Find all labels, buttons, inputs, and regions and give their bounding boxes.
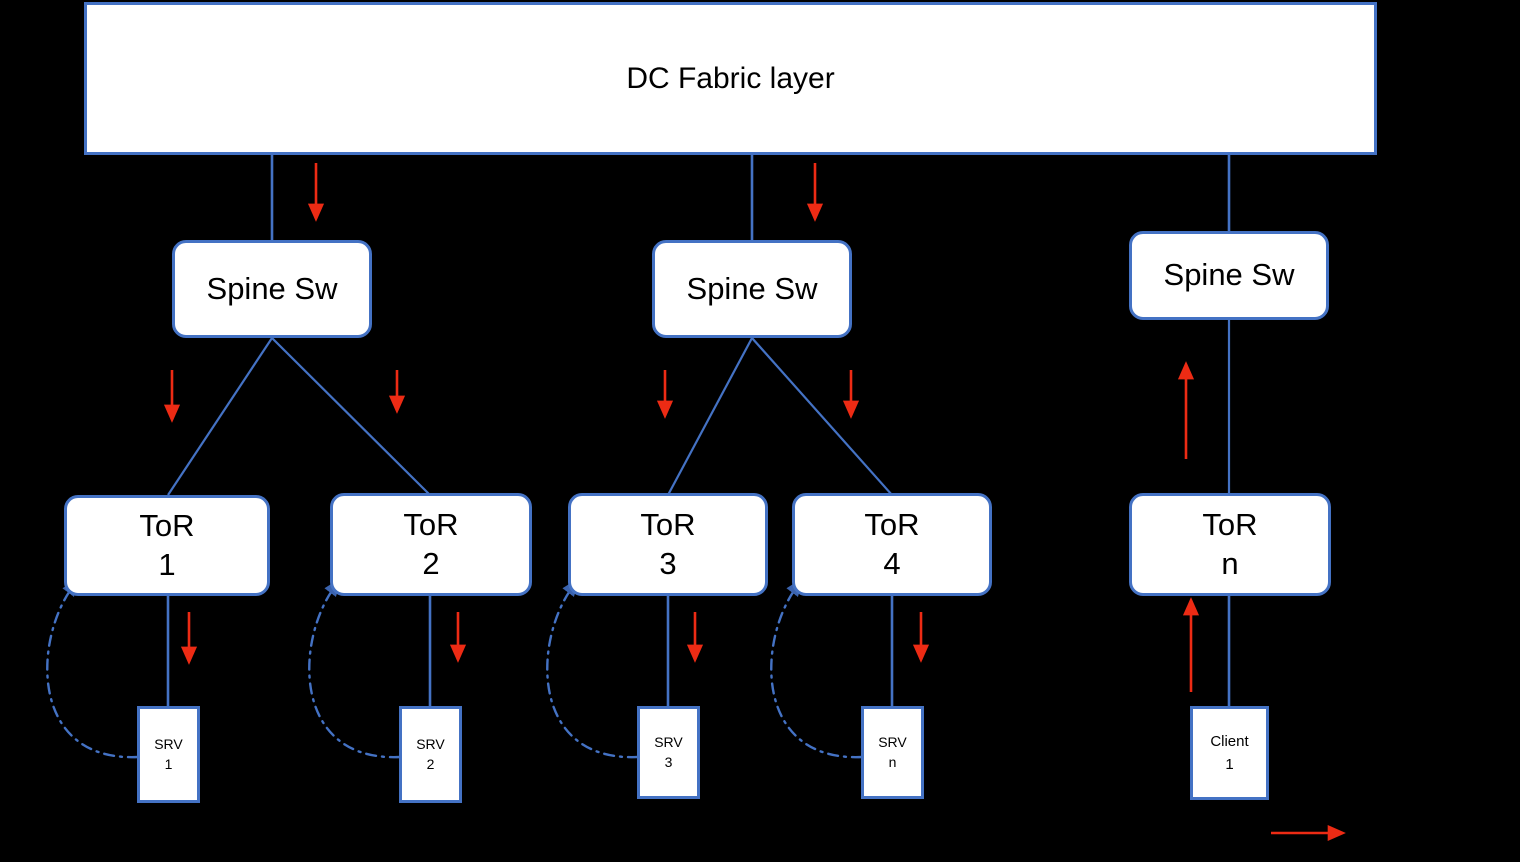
link-spine2-tor3 bbox=[667, 337, 753, 496]
server-3-label-line2: 3 bbox=[664, 754, 673, 770]
server-3-label-line1: SRV bbox=[654, 734, 683, 751]
tor-1-label-line2: 1 bbox=[158, 546, 176, 582]
server-n-label-line1: SRV bbox=[878, 734, 907, 751]
tor-2-label-line2: 2 bbox=[422, 545, 440, 581]
server-n-box[interactable]: SRV n bbox=[861, 706, 924, 799]
server-1-label-line1: SRV bbox=[154, 736, 183, 753]
tor-n-label-line1: ToR bbox=[1202, 506, 1258, 542]
link-spine1-tor1 bbox=[167, 337, 273, 496]
tor-1-label-line1: ToR bbox=[139, 507, 195, 543]
tor-4-box[interactable]: ToR 4 bbox=[792, 493, 992, 596]
client-1-box[interactable]: Client 1 bbox=[1190, 706, 1269, 800]
flow-curve-srvn-torn bbox=[770, 577, 864, 759]
spine-switch-3-label: Spine Sw bbox=[1163, 257, 1295, 293]
tor-3-label-line2: 3 bbox=[659, 545, 677, 581]
spine-switch-2-box[interactable]: Spine Sw bbox=[652, 240, 852, 338]
tor-2-box[interactable]: ToR 2 bbox=[330, 493, 532, 596]
spine-switch-2-label: Spine Sw bbox=[686, 270, 818, 306]
tor-3-label-line1: ToR bbox=[640, 506, 696, 542]
spine-switch-3-box[interactable]: Spine Sw bbox=[1129, 231, 1329, 320]
server-1-label-line2: 1 bbox=[164, 756, 173, 772]
tor-4-label-line2: 4 bbox=[883, 545, 901, 581]
tor-3-box[interactable]: ToR 3 bbox=[568, 493, 768, 596]
link-spine1-tor2 bbox=[271, 337, 431, 496]
dc-fabric-layer-box[interactable]: DC Fabric layer bbox=[84, 2, 1377, 155]
server-1-box[interactable]: SRV 1 bbox=[137, 706, 200, 803]
server-2-label-line1: SRV bbox=[416, 736, 445, 753]
tor-1-box[interactable]: ToR 1 bbox=[64, 495, 270, 596]
tor-n-label-line2: n bbox=[1221, 545, 1239, 581]
flow-curve-srv1-tor1 bbox=[46, 577, 140, 759]
server-2-label-line2: 2 bbox=[426, 756, 435, 772]
flow-curve-srv2-tor2 bbox=[308, 577, 402, 759]
tor-4-label-line1: ToR bbox=[864, 506, 920, 542]
link-spine2-tor4 bbox=[751, 337, 893, 496]
flow-curve-srv3-tor3 bbox=[546, 577, 640, 759]
tor-2-label-line1: ToR bbox=[403, 506, 459, 542]
server-2-box[interactable]: SRV 2 bbox=[399, 706, 462, 803]
client-1-label-line1: Client bbox=[1210, 732, 1249, 750]
server-n-label-line2: n bbox=[888, 754, 897, 770]
client-1-label-line2: 1 bbox=[1225, 755, 1234, 773]
tor-n-box[interactable]: ToR n bbox=[1129, 493, 1331, 596]
spine-switch-1-label: Spine Sw bbox=[206, 270, 338, 306]
spine-switch-1-box[interactable]: Spine Sw bbox=[172, 240, 372, 338]
server-3-box[interactable]: SRV 3 bbox=[637, 706, 700, 799]
dc-fabric-layer-label: DC Fabric layer bbox=[626, 61, 835, 95]
